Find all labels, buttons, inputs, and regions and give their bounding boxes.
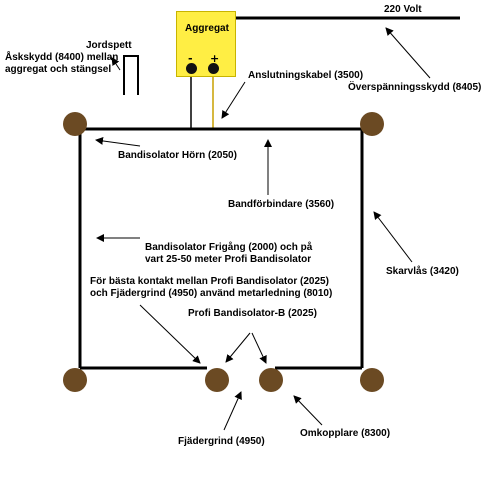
arrow-fjadergrind: [223, 391, 242, 431]
post-top-left: [63, 112, 87, 136]
label-anslutningskabel: Anslutningskabel (3500): [248, 70, 364, 81]
arrow-overspanningsskydd: [385, 27, 431, 79]
arrow-skarvlas: [373, 211, 413, 263]
arrow-omkopplare: [293, 395, 323, 426]
label-bandforbindare: Bandförbindare (3560): [228, 199, 335, 210]
arrow-askskydd: [111, 57, 121, 71]
minus-sign: -: [188, 52, 193, 65]
aggregat-box: Aggregat - +: [176, 11, 236, 77]
plus-terminal: [208, 63, 219, 74]
label-fjadergrind: Fjädergrind (4950): [178, 436, 265, 447]
post-bottom-left: [63, 368, 87, 392]
label-skarvlas: Skarvlås (3420): [386, 266, 459, 277]
label-basta-kontakt: För bästa kontakt mellan Profi Bandisola…: [90, 276, 333, 299]
label-overspanningsskydd: Överspänningsskydd (8405): [348, 82, 482, 93]
post-gate-left: [205, 368, 229, 392]
label-bandisolator-horn: Bandisolator Hörn (2050): [118, 150, 237, 161]
arrow-profi-b-right: [251, 332, 267, 364]
arrow-profi-b-left: [225, 332, 251, 363]
label-askskydd: Åskskydd (8400) mellan aggregat och stän…: [5, 52, 119, 75]
post-bottom-right: [360, 368, 384, 392]
plus-sign: +: [210, 52, 220, 65]
arrow-basta-kontakt: [139, 304, 201, 364]
post-gate-right: [259, 368, 283, 392]
arrow-anslutningskabel: [221, 81, 246, 119]
label-omkopplare: Omkopplare (8300): [300, 428, 391, 439]
minus-terminal: [186, 63, 197, 74]
label-profi-bandisolator-b: Profi Bandisolator-B (2025): [188, 308, 317, 319]
label-jordspett: Jordspett: [86, 40, 132, 51]
aggregat-title: Aggregat: [185, 23, 229, 34]
label-bandisolator-frigang: Bandisolator Frigång (2000) och på vart …: [145, 242, 313, 265]
label-220-volt: 220 Volt: [384, 4, 422, 15]
post-top-right: [360, 112, 384, 136]
earth-rod: [123, 55, 139, 95]
arrow-bandisolator-horn: [95, 136, 141, 147]
